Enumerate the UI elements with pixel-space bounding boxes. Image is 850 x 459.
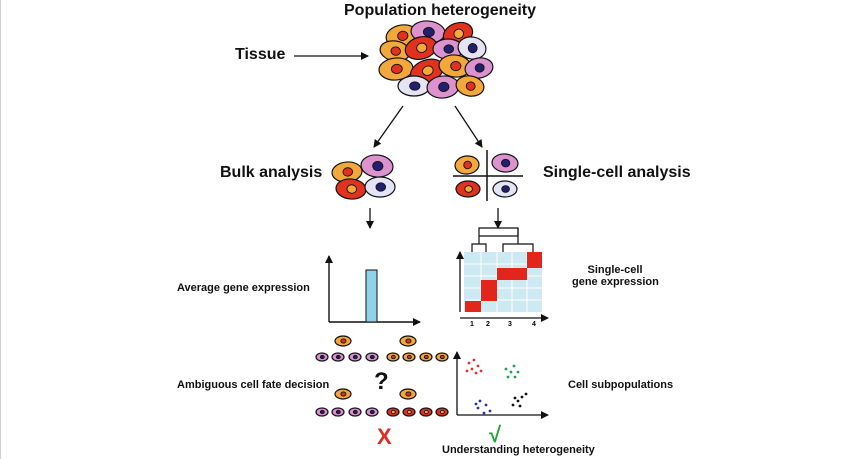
cell-subpopulations-label: Cell subpopulations — [568, 379, 674, 391]
ambiguous-cell-icon — [348, 407, 362, 417]
bulk-cell-icon — [364, 176, 396, 198]
bulk-cell-icon — [331, 161, 363, 183]
single-cell-expression-label-line1: Single-cell — [587, 264, 643, 276]
arrow-to-single-cell — [454, 105, 483, 148]
scatter-point — [516, 399, 520, 403]
ambiguous-cell-icon — [334, 388, 352, 400]
ambiguous-cell-icon — [399, 388, 417, 400]
cell-subpopulation-scatter — [453, 351, 549, 419]
ambiguous-cell-icon — [315, 352, 329, 362]
scatter-point — [470, 367, 474, 371]
scatter-point — [474, 402, 478, 406]
single-cell-icon — [492, 180, 518, 198]
scatter-point — [474, 371, 478, 375]
single-cell-heatmap: 1 2 3 4 — [456, 227, 549, 328]
tissue-cell-icon — [455, 75, 485, 97]
tissue-cell-cluster — [378, 20, 494, 99]
arrow-to-bulk — [373, 105, 404, 148]
ambiguous-cell-icon — [402, 407, 416, 417]
average-expression-bar-chart — [325, 255, 421, 326]
tissue-cell-icon — [457, 36, 487, 60]
heatmap-col-label: 3 — [508, 321, 512, 328]
ambiguous-cell-icon — [365, 407, 379, 417]
single-cell-separated-cells — [453, 150, 523, 201]
scatter-point — [482, 411, 486, 415]
scatter-point — [506, 375, 510, 379]
bulk-analysis-label: Bulk analysis — [220, 164, 323, 181]
tissue-cell-icon — [438, 54, 472, 78]
tissue-cell-icon — [397, 75, 431, 97]
scatter-point — [512, 364, 516, 368]
ambiguous-cell-icon — [419, 352, 433, 362]
scatter-point — [484, 403, 488, 407]
single-cell-icon — [455, 180, 481, 198]
single-cell-icon — [454, 155, 480, 175]
ambiguous-cell-icon — [365, 352, 379, 362]
bulk-cell-cluster — [331, 154, 396, 200]
heatmap-cell-block — [527, 252, 542, 268]
single-cell-icon — [491, 153, 519, 173]
scatter-point — [520, 395, 524, 399]
average-gene-expression-label: Average gene expression — [177, 282, 310, 294]
check-mark-icon: √ — [489, 422, 502, 447]
ambiguous-cell-rows — [315, 335, 449, 417]
single-cell-expression-label-line2: gene expression — [572, 276, 659, 288]
ambiguous-cell-fate-label: Ambiguous cell fate decision — [177, 379, 330, 391]
scatter-point — [467, 361, 471, 365]
heatmap-cell-block — [481, 280, 497, 301]
title-population-heterogeneity: Population heterogeneity — [344, 2, 537, 19]
heatmap-col-label: 2 — [486, 321, 490, 328]
tissue-cell-icon — [410, 20, 446, 44]
ambiguous-cell-icon — [399, 335, 417, 347]
scatter-point — [518, 404, 522, 408]
ambiguous-cell-icon — [348, 352, 362, 362]
bulk-cell-icon — [335, 178, 367, 200]
ambiguous-cell-icon — [402, 352, 416, 362]
ambiguous-cell-icon — [331, 352, 345, 362]
scatter-point — [465, 369, 469, 373]
ambiguous-cell-icon — [334, 335, 352, 347]
heatmap-cell-block — [497, 268, 527, 280]
tissue-cell-icon — [464, 57, 494, 79]
ambiguous-cell-icon — [315, 407, 329, 417]
understanding-heterogeneity-label: Understanding heterogeneity — [442, 444, 595, 456]
ambiguous-cell-icon — [386, 407, 400, 417]
question-mark: ? — [374, 368, 389, 395]
ambiguous-cell-icon — [386, 352, 400, 362]
tissue-label: Tissue — [235, 46, 286, 63]
left-border — [0, 0, 1, 459]
heatmap-cell-block — [465, 301, 481, 312]
scatter-point — [476, 364, 480, 368]
scatter-point — [478, 399, 482, 403]
heatmap-col-label: 1 — [470, 321, 474, 328]
scatter-point — [479, 369, 483, 373]
scatter-point — [472, 358, 476, 362]
scatter-point — [513, 396, 517, 400]
scatter-point — [488, 409, 492, 413]
scatter-point — [516, 370, 520, 374]
tissue-cell-icon — [432, 38, 464, 60]
cross-mark-icon: X — [377, 424, 392, 449]
scatter-point — [504, 367, 508, 371]
ambiguous-cell-icon — [435, 407, 449, 417]
scatter-point — [511, 403, 515, 407]
ambiguous-cell-icon — [435, 352, 449, 362]
scatter-point — [476, 406, 480, 410]
single-cell-expression-label: Single-cell gene expression — [572, 264, 659, 288]
ambiguous-cell-icon — [331, 407, 345, 417]
bulk-cell-icon — [360, 154, 394, 178]
scatter-point — [513, 375, 517, 379]
heatmap-col-label: 4 — [532, 321, 536, 328]
single-cell-analysis-label: Single-cell analysis — [543, 164, 691, 181]
ambiguous-cell-icon — [419, 407, 433, 417]
scatter-point — [524, 392, 528, 396]
scatter-point — [509, 370, 513, 374]
average-expression-bar — [365, 269, 378, 323]
